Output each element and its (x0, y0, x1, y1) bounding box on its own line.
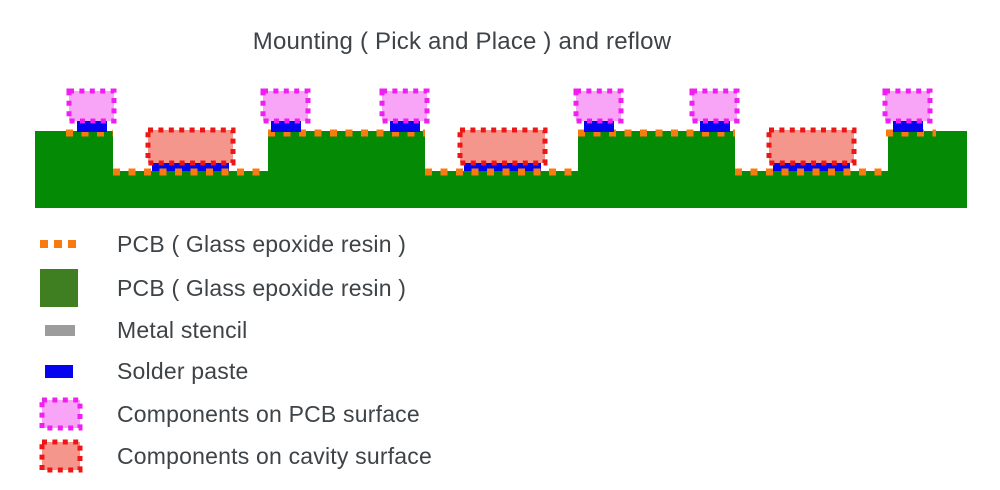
green-rect-swatch (40, 269, 78, 307)
legend-swatch-cell (38, 324, 117, 336)
surface-component (379, 88, 430, 124)
pcb-mesa (578, 131, 735, 172)
legend-label: Metal stencil (117, 316, 248, 343)
pcb-mesa (35, 131, 113, 172)
legend-swatch-cell (38, 364, 117, 378)
legend-label: Components on cavity surface (117, 442, 432, 469)
cavity-component (766, 127, 857, 166)
red-dotted-box-swatch (39, 439, 83, 473)
legend-swatch-cell (38, 438, 117, 474)
legend-swatch-cell (38, 269, 117, 307)
page-title: Mounting ( Pick and Place ) and reflow (252, 28, 672, 55)
pink-dotted-box-swatch (39, 397, 83, 431)
legend-item-pcb-solid: PCB ( Glass epoxide resin ) (38, 268, 406, 308)
legend-label: Components on PCB surface (117, 400, 420, 427)
gray-rect-swatch (45, 324, 75, 336)
legend-item-components-cavity-surface: Components on cavity surface (38, 436, 432, 476)
cavity-component (145, 127, 236, 166)
legend-item-pcb-dotted: PCB ( Glass epoxide resin ) (38, 224, 406, 264)
blue-rect-swatch (45, 364, 73, 378)
surface-component (573, 88, 624, 124)
orange-dashed-line-swatch (40, 240, 80, 248)
legend-item-components-pcb-surface: Components on PCB surface (38, 394, 420, 434)
legend-item-metal-stencil: Metal stencil (38, 310, 247, 350)
pcb-cross-section-diagram (35, 88, 967, 208)
pcb-mesa (268, 131, 425, 172)
surface-component (66, 88, 117, 124)
legend-label: PCB ( Glass epoxide resin ) (117, 230, 407, 257)
surface-component (689, 88, 740, 124)
legend-swatch-cell (38, 396, 117, 432)
pcb-base (35, 171, 967, 208)
surface-component (260, 88, 311, 124)
legend-item-solder-paste: Solder paste (38, 351, 249, 391)
legend-label: Solder paste (117, 357, 249, 384)
legend-label: PCB ( Glass epoxide resin ) (117, 274, 407, 301)
cavity-component (457, 127, 548, 166)
pcb-mesa (888, 131, 967, 172)
legend-swatch-cell (38, 239, 117, 249)
surface-component (882, 88, 933, 124)
